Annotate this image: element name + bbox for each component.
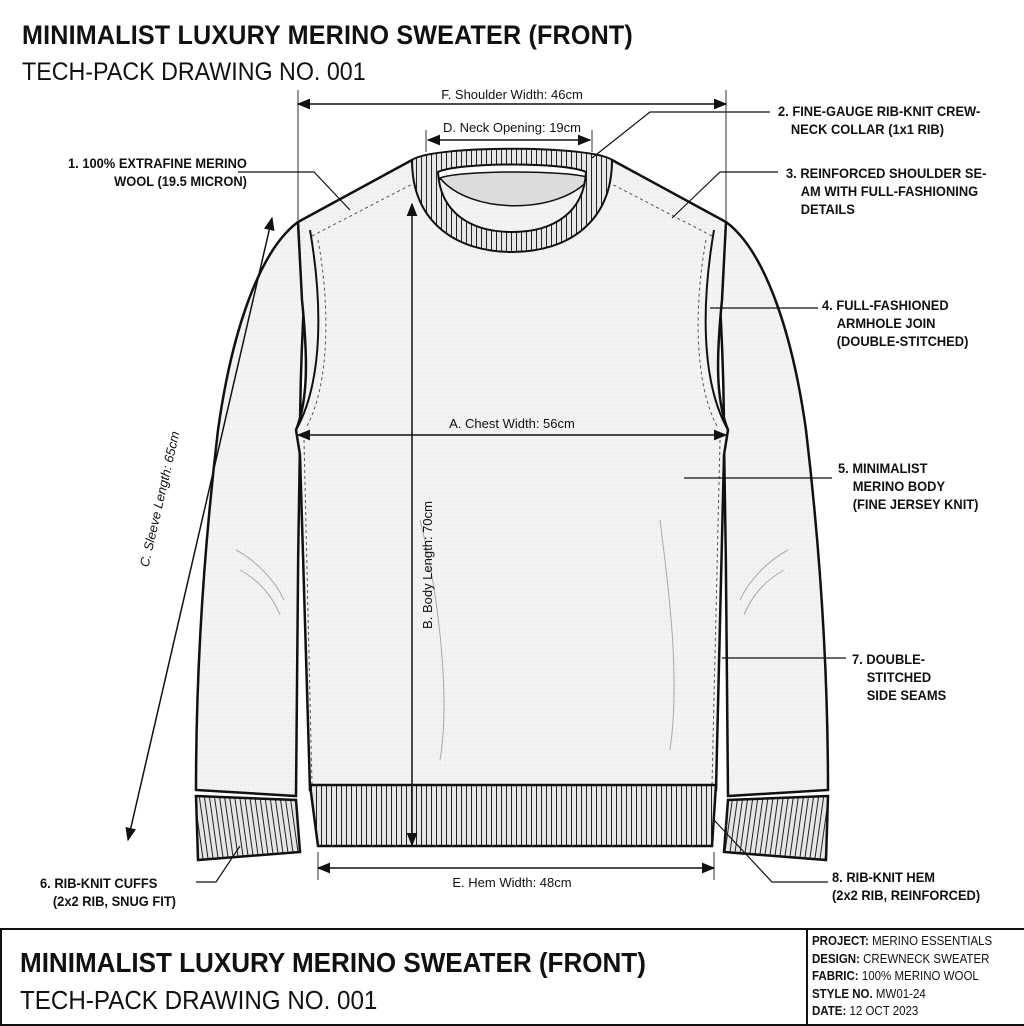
left-cuff — [194, 794, 302, 862]
right-armhole-seam — [704, 229, 729, 431]
body-length-label: B. Body Length: 70cm — [420, 501, 435, 629]
callout-merino-wool: 1. 100% EXTRAFINE MERINO WOOL (19.5 MICR… — [68, 155, 247, 189]
info-project: PROJECT: MERINO ESSENTIALS — [812, 934, 993, 948]
callout-armhole-join: 4. FULL-FASHIONED ARMHOLE JOIN (DOUBLE-S… — [822, 297, 969, 349]
info-date: DATE: 12 OCT 2023 — [812, 1004, 919, 1018]
callout-side-seams: 7. DOUBLE- STITCHED SIDE SEAMS — [852, 651, 947, 703]
sleeve-length-label: C. Sleeve Length: 65cm — [137, 430, 183, 569]
right-cuff — [722, 794, 830, 862]
page-subtitle: TECH-PACK DRAWING NO. 001 — [22, 58, 366, 86]
callout-rib-cuffs: 6. RIB-KNIT CUFFS (2x2 RIB, SNUG FIT) — [40, 875, 176, 909]
neck-opening-label: D. Neck Opening: 19cm — [443, 120, 581, 135]
page-title: MINIMALIST LUXURY MERINO SWEATER (FRONT) — [22, 20, 633, 50]
callout-shoulder-seam: 3. REINFORCED SHOULDER SE- AM WITH FULL-… — [786, 165, 987, 217]
rib-knit-hem — [308, 783, 718, 848]
sleeve-length-dimension — [125, 216, 275, 842]
crewneck-collar — [410, 147, 614, 254]
info-style-no: STYLE NO. MW01-24 — [812, 986, 926, 1001]
leader-3 — [671, 171, 778, 219]
left-armhole-seam — [295, 229, 320, 431]
shoulder-width-label: F. Shoulder Width: 46cm — [441, 87, 583, 102]
info-fabric: FABRIC: 100% MERINO WOOL — [812, 969, 979, 983]
title-block-subtitle: TECH-PACK DRAWING NO. 001 — [20, 985, 378, 1015]
leader-8 — [713, 819, 828, 883]
info-design: DESIGN: CREWNECK SWEATER — [812, 951, 990, 966]
sweater-body — [294, 158, 730, 792]
leader-1 — [238, 171, 351, 211]
title-block-main: MINIMALIST LUXURY MERINO SWEATER (FRONT)… — [2, 930, 808, 1024]
left-sleeve — [194, 220, 312, 798]
sweater-technical-drawing: F. Shoulder Width: 46cm D. Neck Opening:… — [125, 86, 846, 890]
callout-rib-hem: 8. RIB-KNIT HEM (2x2 RIB, REINFORCED) — [832, 869, 981, 903]
title-block-info: PROJECT: MERINO ESSENTIALS DESIGN: CREWN… — [812, 933, 1005, 1021]
title-block-title: MINIMALIST LUXURY MERINO SWEATER (FRONT) — [20, 947, 646, 978]
callout-merino-body: 5. MINIMALIST MERINO BODY (FINE JERSEY K… — [838, 460, 979, 512]
callout-crewneck-collar: 2. FINE-GAUGE RIB-KNIT CREW- NECK COLLAR… — [778, 103, 981, 137]
right-sleeve — [712, 220, 830, 798]
leader-6 — [196, 845, 241, 883]
title-block: MINIMALIST LUXURY MERINO SWEATER (FRONT)… — [0, 928, 1024, 1026]
hem-width-label: E. Hem Width: 48cm — [452, 875, 571, 890]
chest-width-label: A. Chest Width: 56cm — [449, 416, 575, 431]
leader-2 — [591, 111, 770, 159]
